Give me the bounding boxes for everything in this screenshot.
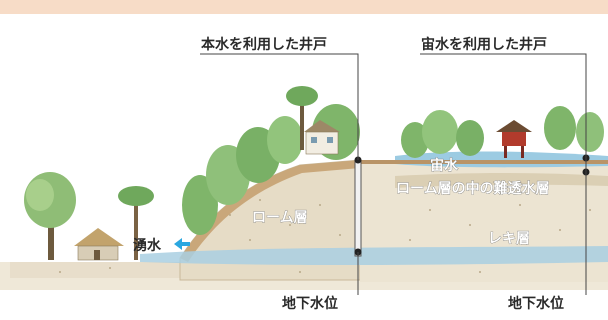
label-well-main-water: 本水を利用した井戸 [201, 36, 327, 53]
header-band [0, 0, 608, 14]
soil-speckles [59, 199, 591, 273]
label-perched-water: 宙水 [430, 157, 459, 174]
label-spring: 湧水 [133, 237, 162, 254]
left-arrow-icon [174, 238, 190, 250]
shrine-icon [496, 120, 532, 158]
label-gravel-layer: レキ層 [488, 231, 530, 247]
label-loam-layer: ローム層 [252, 210, 308, 226]
leader-lines [200, 53, 587, 295]
plateau-topsoil [360, 160, 608, 164]
palm-tree-left [118, 186, 154, 260]
label-groundwater-level-left: 地下水位 [282, 295, 338, 312]
main-water-well [354, 156, 362, 257]
hill-forest [182, 86, 360, 235]
groundwater-band [140, 246, 608, 265]
label-well-perched-water: 宙水を利用した井戸 [421, 36, 547, 53]
hill-topsoil [180, 160, 360, 262]
tree-left [24, 172, 76, 260]
label-groundwater-level-right: 地下水位 [508, 295, 564, 312]
house-icon [304, 120, 340, 155]
plateau-forest [401, 106, 604, 158]
perched-water-band [395, 151, 608, 168]
label-impermeable-layer: ローム層の中の難透水層 [396, 180, 550, 197]
thatched-house-icon [74, 228, 124, 261]
lowland-soil [10, 262, 180, 278]
impermeable-band [395, 173, 608, 188]
